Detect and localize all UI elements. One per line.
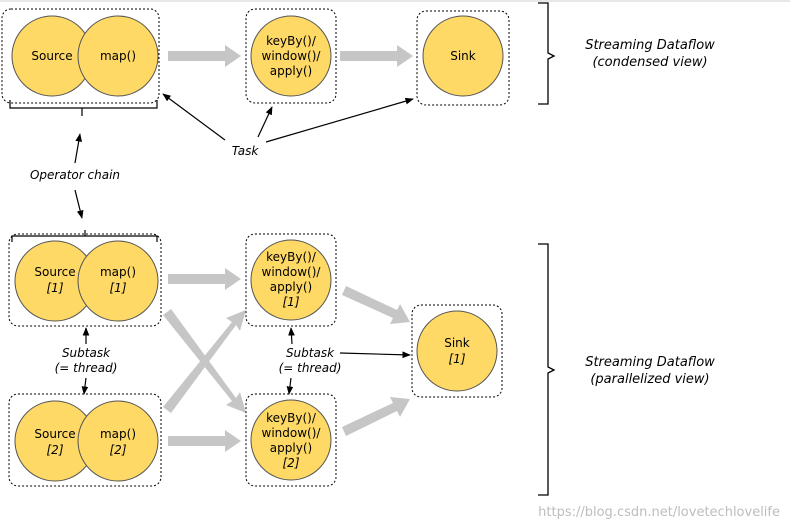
- task-annotation: Task: [232, 144, 260, 158]
- condensed-keyby-box: [245, 8, 337, 104]
- parallel-source-2-label: Source: [34, 427, 75, 441]
- condensed-source-map-box: [1, 8, 160, 104]
- condensed-view-title: Streaming Dataflow: [585, 38, 715, 53]
- annotations: Task Operator chain Subtask (= thread) S…: [30, 93, 414, 395]
- flow-arrow-keyby-sink: [340, 45, 413, 67]
- parallel-keyby-1-index: [1]: [283, 295, 300, 309]
- parallel-map-2-index: [2]: [110, 443, 127, 457]
- flow-arrow-src2-keyby1: [163, 310, 246, 413]
- parallel-source-2-index: [2]: [47, 443, 64, 457]
- flow-arrow-keyby1-sink: [342, 286, 410, 324]
- condensed-map-node: [77, 15, 159, 97]
- subtask-mid-arrow-up: [288, 327, 295, 345]
- flow-arrow-src2-keyby2: [168, 430, 241, 452]
- flow-arrows: [163, 45, 413, 452]
- parallel-source-map-1-box: [8, 233, 162, 327]
- parallel-keyby-1-label-2: window()/: [262, 265, 322, 279]
- operator-chain-arrow-down: [74, 189, 84, 219]
- parallel-keyby-2-label-3: apply(): [270, 441, 312, 455]
- subtask-mid-label: Subtask: [286, 346, 335, 360]
- flow-arrow-keyby2-sink: [342, 397, 410, 436]
- condensed-sink-box: [416, 10, 510, 106]
- condensed-keyby-node: [250, 15, 332, 97]
- parallel-source-1-index: [1]: [47, 281, 64, 295]
- condensed-chain-bracket: [9, 100, 158, 116]
- parallel-keyby-2-index: [2]: [283, 456, 300, 470]
- parallel-source-1-label: Source: [34, 265, 75, 279]
- parallel-sink-1-index: [1]: [449, 352, 466, 366]
- parallel-sink-1-label: Sink: [444, 336, 470, 350]
- condensed-keyby-label-3: apply(): [270, 64, 312, 78]
- parallel-chain-bracket: [11, 230, 158, 242]
- watermark: https://blog.csdn.net/lovetechlovelife: [538, 505, 780, 520]
- condensed-view: Source map() keyBy()/ window()/ apply() …: [1, 8, 510, 116]
- subtask-mid-arrow-down: [286, 377, 294, 395]
- subtask-left-thread: (= thread): [55, 361, 118, 375]
- parallel-keyby-1-node: [250, 239, 332, 321]
- parallel-keyby-2-label-1: keyBy()/: [266, 411, 317, 425]
- task-arrow-to-source-box: [162, 93, 226, 141]
- parallel-map-1-label: map(): [100, 265, 136, 279]
- parallel-map-2-label: map(): [100, 427, 136, 441]
- condensed-keyby-label-2: window()/: [262, 49, 322, 63]
- operator-chain-annotation: Operator chain: [30, 168, 120, 182]
- flow-arrow-src1-keyby1: [168, 268, 241, 290]
- parallel-keyby-1-box: [245, 233, 337, 327]
- parallel-keyby-1-label-3: apply(): [270, 280, 312, 294]
- parallel-map-1-index: [1]: [110, 281, 127, 295]
- side-labels: Streaming Dataflow (condensed view) Stre…: [538, 2, 715, 496]
- parallel-keyby-1-label-1: keyBy()/: [266, 250, 317, 264]
- subtask-mid-arrow-to-sink: [339, 351, 411, 359]
- parallel-sink-1-box: [411, 304, 503, 398]
- subtask-left-label: Subtask: [62, 346, 111, 360]
- subtask-left-arrow-down: [81, 377, 89, 395]
- subtask-mid-thread: (= thread): [279, 361, 342, 375]
- parallel-view-title: Streaming Dataflow: [585, 355, 715, 370]
- parallel-view-brace: [538, 243, 556, 496]
- parallel-map-1-node: [77, 240, 159, 322]
- condensed-map-label: map(): [100, 49, 136, 63]
- task-arrow-to-sink-box: [265, 97, 414, 143]
- task-arrow-to-keyby-box: [257, 106, 273, 138]
- flow-arrow-source-keyby: [168, 45, 241, 67]
- condensed-source-label: Source: [31, 49, 72, 63]
- condensed-sink-label: Sink: [450, 49, 476, 63]
- condensed-view-subtitle: (condensed view): [592, 55, 707, 70]
- parallel-keyby-2-node: [250, 399, 332, 481]
- operator-chain-arrow-up: [74, 133, 83, 164]
- parallel-source-map-2-box: [8, 393, 162, 487]
- condensed-keyby-label-1: keyBy()/: [266, 34, 317, 48]
- parallel-map-2-node: [77, 400, 159, 482]
- parallel-keyby-2-label-2: window()/: [262, 426, 322, 440]
- parallel-sink-1-node: [416, 310, 498, 392]
- condensed-view-brace: [538, 2, 556, 105]
- parallel-view-subtitle: (parallelized view): [590, 372, 709, 387]
- parallel-view: Source [1] map() [1] keyBy()/ window()/ …: [8, 230, 503, 487]
- condensed-sink-node: [422, 15, 504, 97]
